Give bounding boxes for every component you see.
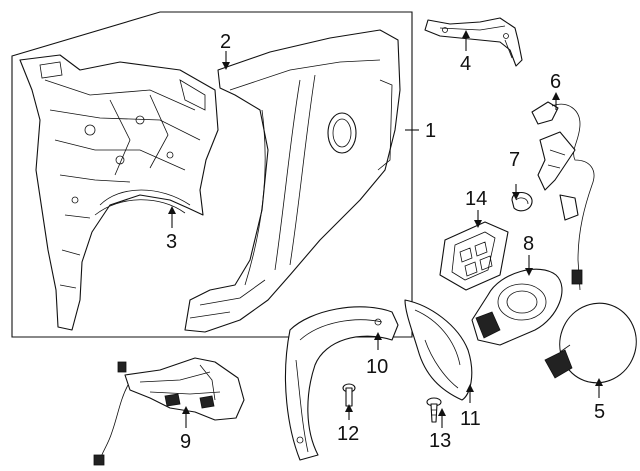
callout-7: 7 (509, 149, 520, 171)
part-latch-module[interactable] (439, 221, 509, 291)
leader-lines (168, 30, 603, 428)
callout-13: 13 (429, 430, 451, 452)
callout-9: 9 (180, 431, 191, 453)
part-fuel-door-housing[interactable] (471, 268, 563, 346)
part-quarter-panel-outer[interactable] (184, 29, 401, 333)
part-screw[interactable] (426, 397, 442, 423)
part-harness-connector[interactable] (531, 101, 595, 291)
part-bracket[interactable] (424, 17, 523, 67)
part-wheelhouse-liner[interactable] (284, 306, 399, 461)
part-inner-wheelhouse[interactable] (19, 54, 219, 331)
part-splash-shield[interactable] (404, 299, 473, 401)
callout-10: 10 (366, 356, 388, 378)
callout-4: 4 (460, 53, 471, 75)
part-push-pin[interactable] (342, 383, 356, 407)
part-fuel-door[interactable] (544, 292, 640, 393)
part-wiring-harness[interactable] (93, 357, 245, 466)
callout-3: 3 (166, 231, 177, 253)
callout-1: 1 (425, 120, 436, 142)
callout-5: 5 (594, 401, 605, 423)
callout-6: 6 (550, 71, 561, 93)
callout-14: 14 (465, 188, 487, 210)
callout-11: 11 (460, 408, 481, 430)
callout-8: 8 (523, 233, 534, 255)
callout-labels: 1 2 3 4 5 6 7 8 9 10 11 12 13 14 (166, 31, 605, 453)
callout-2: 2 (220, 31, 231, 53)
assembly-frame (11, 11, 413, 338)
callout-12: 12 (337, 423, 359, 445)
